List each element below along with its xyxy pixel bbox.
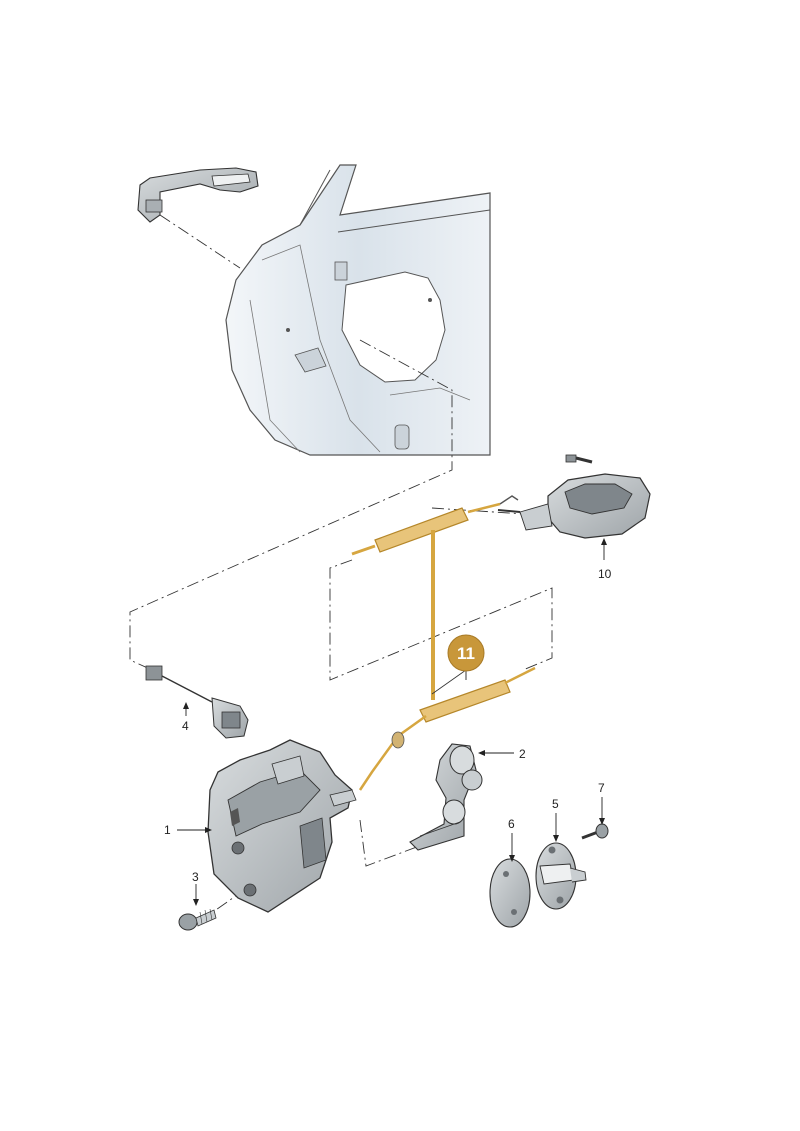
callout-2: 2 (519, 747, 526, 761)
callout-4: 4 (182, 719, 189, 733)
exterior-handle-icon (137, 167, 259, 223)
callout-7: 7 (598, 781, 605, 795)
callout-11-badge[interactable]: 11 (447, 634, 485, 672)
callout-5: 5 (552, 797, 559, 811)
interior-handle-screw-icon (565, 454, 593, 464)
door-lock-icon (207, 739, 357, 913)
callout-1: 1 (164, 823, 171, 837)
callout-11: 11 (457, 644, 475, 663)
leader-arrowheads (183, 538, 607, 906)
release-cable-highlight (351, 495, 536, 791)
lock-actuator-icon (145, 665, 249, 739)
callout-6: 6 (508, 817, 515, 831)
callout-3: 3 (192, 870, 199, 884)
door-check-icon (409, 743, 483, 851)
screw-icon (178, 908, 217, 931)
interior-handle-icon (497, 473, 651, 539)
small-screw-icon (581, 823, 609, 840)
striker-plate-icon (535, 842, 587, 910)
cover-plate-icon (489, 858, 531, 928)
door-frame-illustration (225, 164, 491, 456)
callout-10: 10 (598, 567, 612, 581)
